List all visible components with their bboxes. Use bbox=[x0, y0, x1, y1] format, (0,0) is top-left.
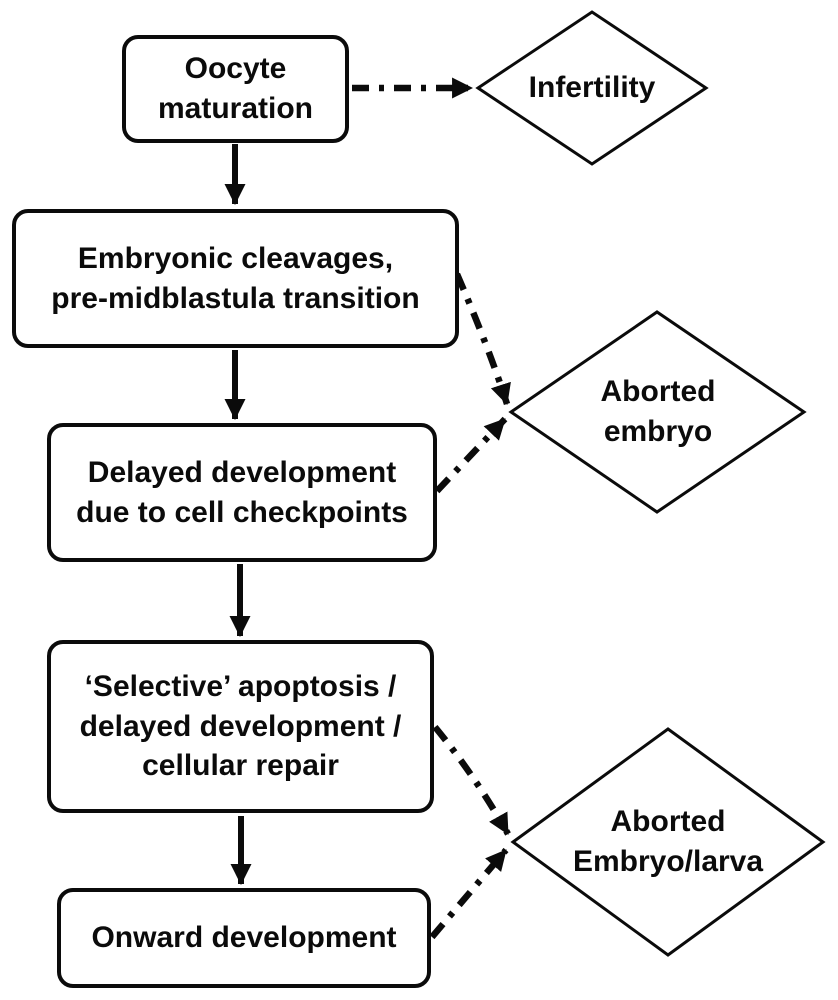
node-onward-development: Onward development bbox=[57, 888, 431, 988]
node-onward-development-label: Onward development bbox=[91, 921, 397, 955]
diamond-infertility-label: Infertility bbox=[528, 71, 656, 105]
node-delayed-development: Delayed development due to cell checkpoi… bbox=[47, 423, 437, 562]
diamond-infertility-shape bbox=[475, 10, 709, 166]
node-embryonic-cleavages-label: Embryonic cleavages, pre-midblastula tra… bbox=[51, 241, 420, 315]
arrow-onward-to-aborted-larva bbox=[429, 847, 509, 940]
node-oocyte-maturation: Oocyte maturation bbox=[122, 35, 349, 143]
diamond-aborted-embryo-larva: Aborted Embryo/larva bbox=[548, 802, 788, 882]
diamond-infertility: Infertility bbox=[492, 58, 692, 118]
arrow-apoptosis-to-aborted-larva bbox=[432, 724, 511, 836]
arrow-cleavages-to-aborted-embryo bbox=[454, 272, 511, 405]
node-delayed-development-label: Delayed development due to cell checkpoi… bbox=[76, 455, 408, 529]
node-embryonic-cleavages: Embryonic cleavages, pre-midblastula tra… bbox=[12, 209, 459, 348]
diamond-aborted-embryo-shape bbox=[508, 310, 807, 514]
diamond-aborted-embryo-larva-label: Aborted Embryo/larva bbox=[572, 805, 764, 878]
diamond-aborted-embryo-larva-shape bbox=[510, 727, 826, 957]
arrow-delayed-to-aborted-embryo bbox=[434, 416, 508, 494]
node-selective-apoptosis: ‘Selective’ apoptosis / delayed developm… bbox=[47, 640, 434, 813]
node-oocyte-maturation-label: Oocyte maturation bbox=[157, 52, 313, 125]
diamond-aborted-embryo: Aborted embryo bbox=[558, 372, 758, 452]
node-selective-apoptosis-label: ‘Selective’ apoptosis / delayed developm… bbox=[79, 670, 402, 783]
diamond-aborted-embryo-label: Aborted embryo bbox=[600, 375, 716, 448]
